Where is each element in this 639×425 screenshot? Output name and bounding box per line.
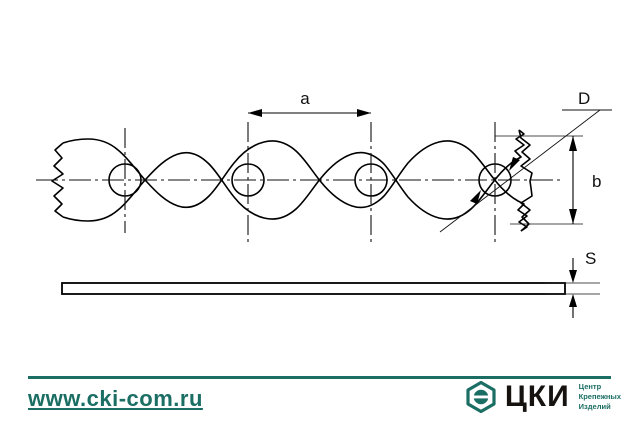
side-view	[61, 282, 566, 295]
dimension-d-leader-line	[439, 109, 601, 233]
dimension-d-arrow-upper	[509, 157, 520, 171]
brand-tagline-line-1: Центр	[578, 382, 602, 392]
brand-tagline: Центр Крепежных Изделий	[579, 382, 621, 412]
right-break-edge	[518, 129, 533, 232]
dimension-d-arrow-lower	[470, 190, 481, 204]
dimension-s-arrow-bottom	[569, 294, 577, 307]
hexagon-logo-icon	[466, 381, 496, 413]
dimension-s: S	[545, 249, 600, 318]
dimension-a-label: a	[300, 89, 310, 108]
hexagon-outline	[466, 381, 496, 413]
dimension-d: D	[439, 89, 612, 233]
dimension-b: b	[495, 135, 601, 225]
brand-tagline-line-3: Изделий	[578, 401, 611, 411]
website-url-link[interactable]: www.cki-com.ru	[28, 386, 203, 411]
dimension-a-arrow-right	[357, 109, 371, 117]
dimension-s-label: S	[585, 249, 596, 268]
brand-name: ЦКИ	[504, 380, 570, 413]
dimension-b-label: b	[592, 172, 601, 191]
left-break-edge	[51, 142, 64, 218]
technical-drawing-svg: a b D	[36, 89, 612, 318]
footer-divider	[28, 376, 611, 379]
brand-logo: ЦКИ Центр Крепежных Изделий	[466, 381, 621, 413]
dimension-b-arrow-bottom	[569, 209, 577, 224]
technical-drawing-area: a b D	[36, 89, 612, 318]
dimension-d-label: D	[578, 89, 590, 108]
side-view-strip	[61, 282, 566, 295]
dimension-b-arrow-top	[569, 136, 577, 151]
dimension-a: a	[248, 89, 371, 117]
hexagon-inner-bar	[473, 395, 489, 399]
plate-lower-contour	[62, 129, 525, 222]
dimension-a-arrow-left	[248, 109, 262, 117]
page-footer: www.cki-com.ru ЦКИ Центр Крепежных Издел…	[0, 360, 639, 425]
dimension-s-arrow-top	[569, 270, 577, 283]
vertical-centerlines	[124, 122, 496, 243]
brand-tagline-line-2: Крепежных	[578, 392, 621, 402]
